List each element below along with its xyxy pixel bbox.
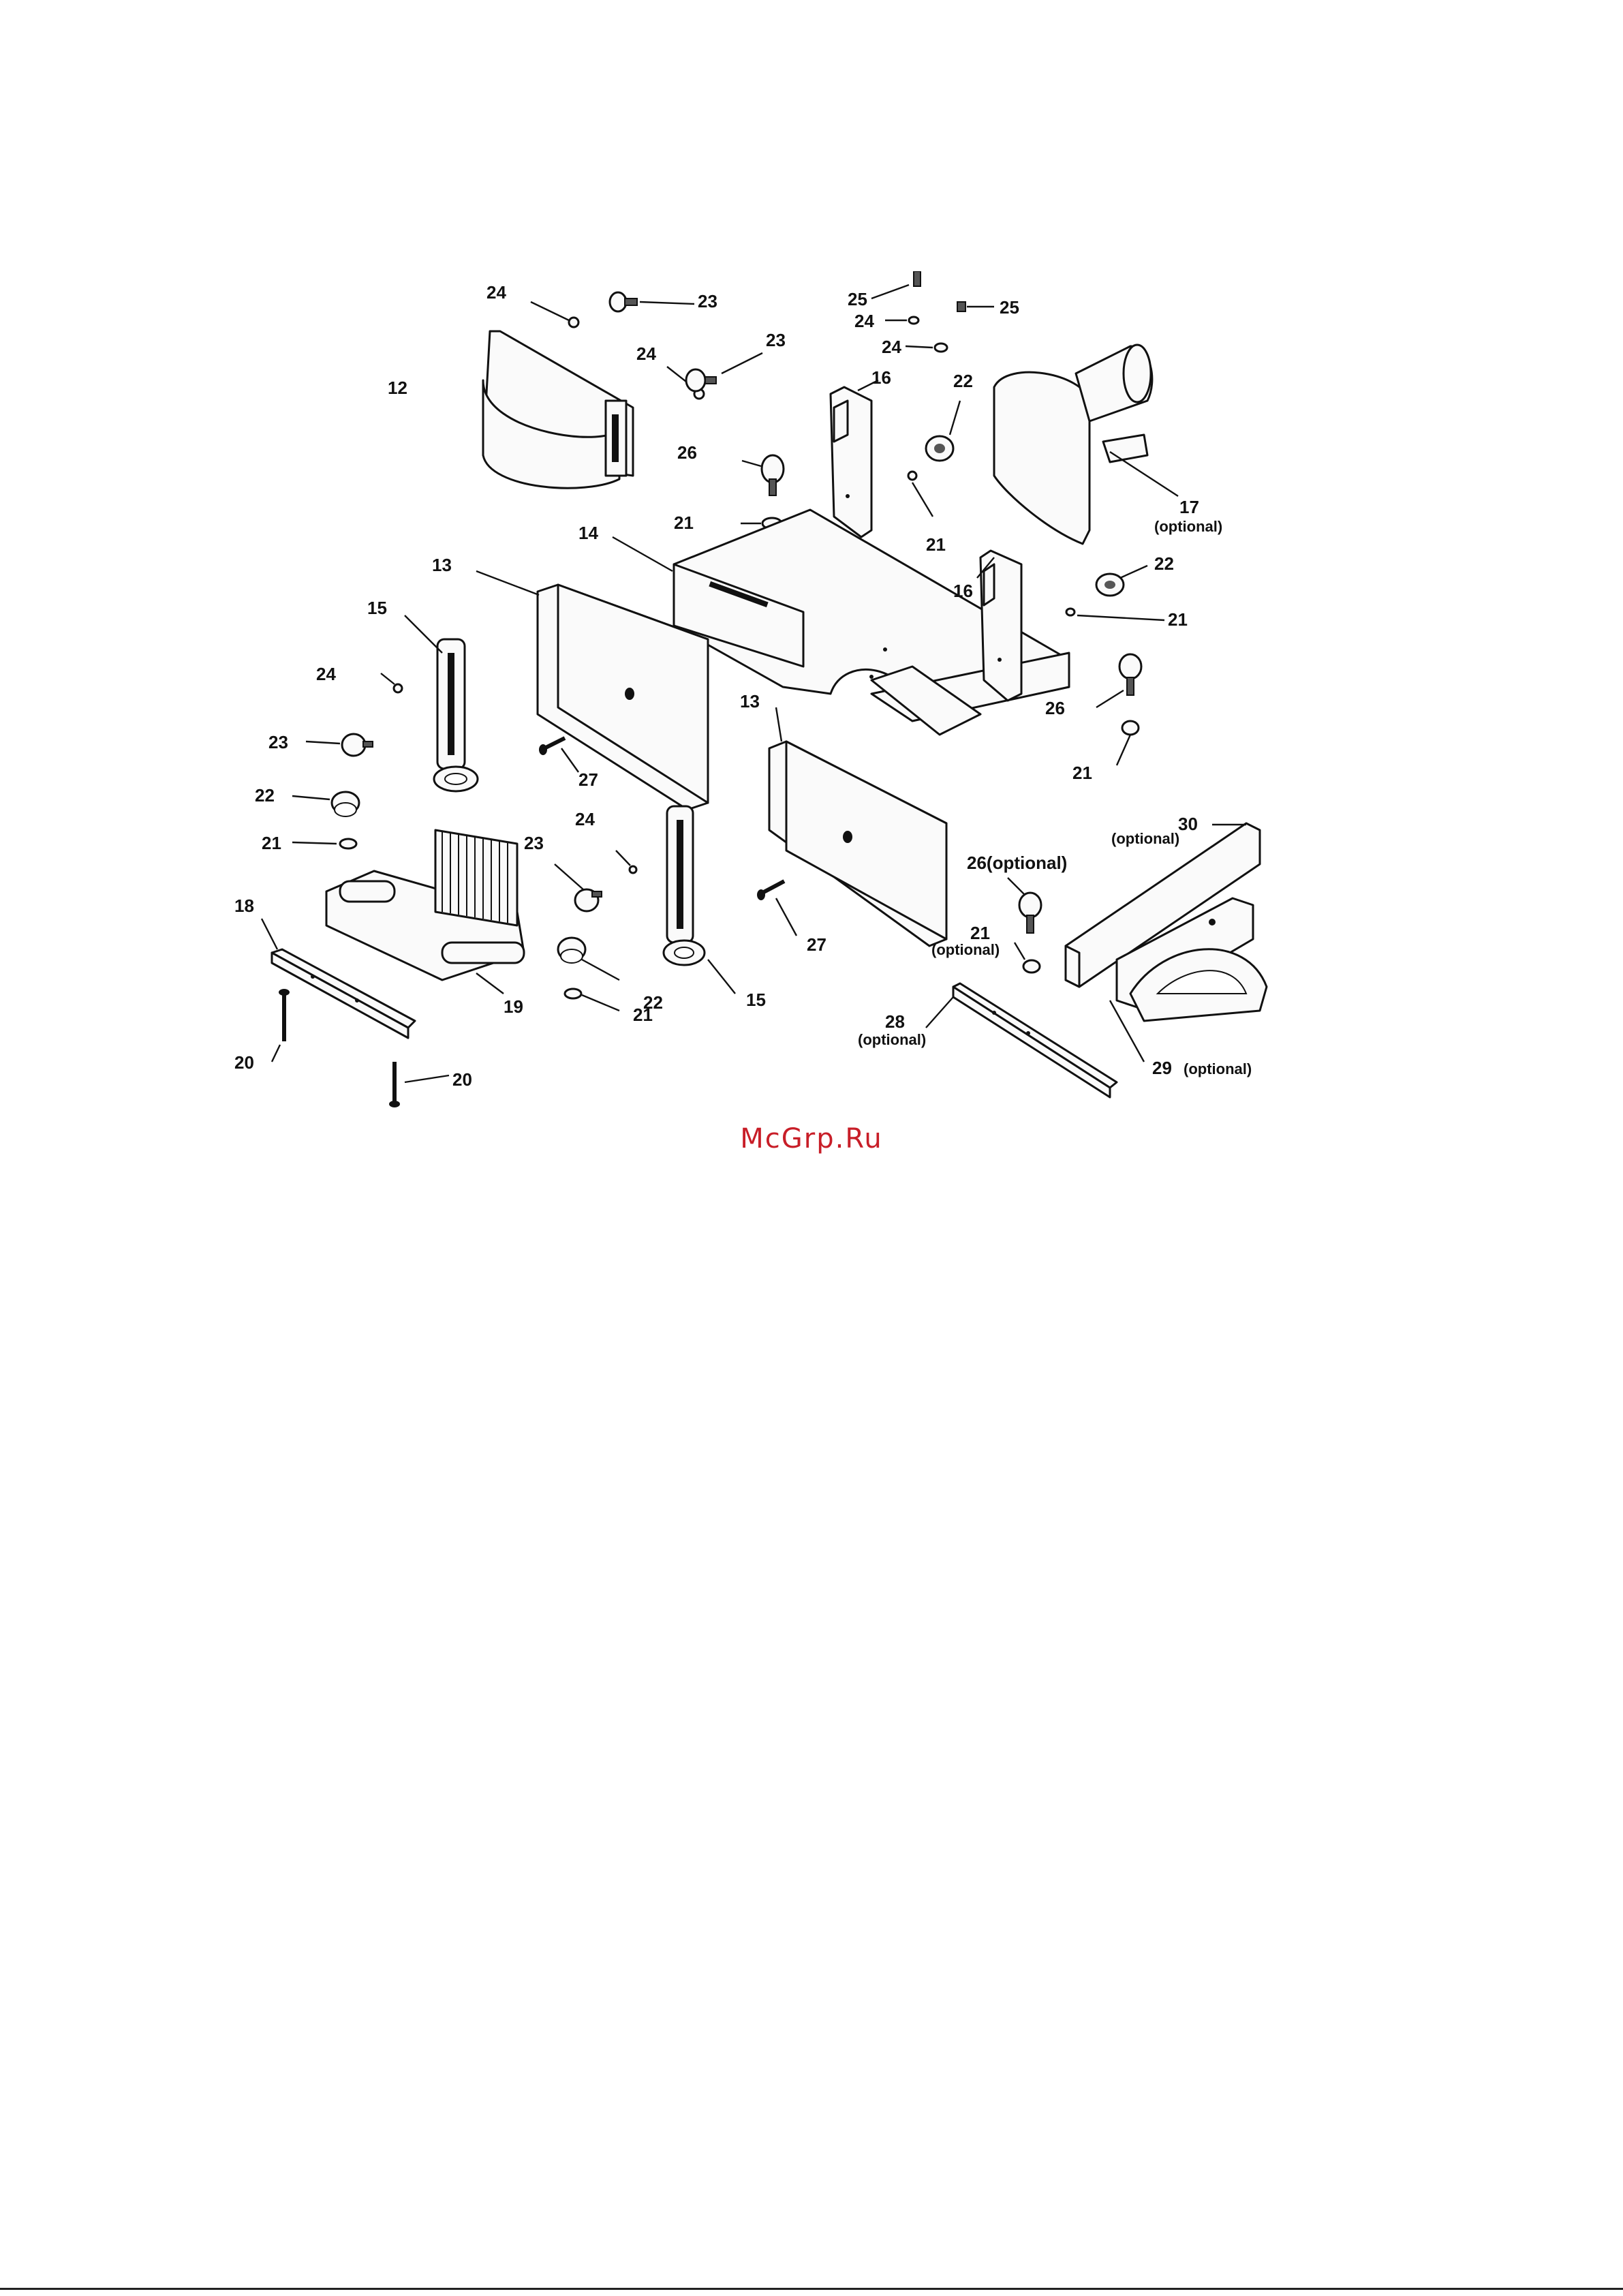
label-23a: 23	[698, 291, 717, 311]
label-21f: 21	[633, 1005, 653, 1025]
label-30: 30	[1178, 814, 1198, 834]
part-13-fence-b	[769, 707, 946, 946]
screw-27b	[757, 881, 797, 936]
label-29-optional: (optional)	[1184, 1060, 1252, 1077]
label-24c: 24	[882, 337, 901, 357]
part-16-bracket-b	[977, 551, 1021, 701]
label-15a: 15	[367, 598, 387, 618]
label-29: 29	[1152, 1058, 1172, 1078]
screw-27a	[539, 738, 578, 772]
label-24a: 24	[486, 282, 506, 303]
label-25b: 25	[1000, 297, 1019, 318]
knob-22a	[926, 401, 960, 461]
label-23c: 23	[268, 732, 288, 752]
knob-23b	[686, 369, 716, 391]
label-26c: 26(optional)	[967, 853, 1067, 873]
label-23b: 23	[766, 330, 786, 350]
knob-26c-optional	[1008, 878, 1041, 973]
diagram-canvas: 24 23 25 25 24 24 23 24 12 16 22 26 21 1…	[231, 271, 1272, 1108]
part-12-dust-hood	[483, 331, 633, 488]
part-16-bracket-a	[831, 380, 878, 537]
knob-26a	[741, 455, 784, 529]
part-19-featherboard	[326, 830, 524, 994]
label-23d: 23	[524, 833, 544, 853]
label-20a: 20	[234, 1052, 254, 1073]
label-24f: 24	[575, 809, 595, 829]
knob-26b	[1096, 654, 1141, 765]
label-21b: 21	[926, 534, 946, 555]
label-24d: 24	[636, 343, 656, 364]
screw-25b	[957, 302, 994, 311]
label-14: 14	[578, 523, 598, 543]
label-13a: 13	[432, 555, 452, 575]
label-20b: 20	[452, 1069, 472, 1090]
label-27b: 27	[807, 934, 826, 955]
label-21c: 21	[1168, 609, 1188, 630]
label-21g-optional: (optional)	[931, 941, 1000, 958]
knob-22b	[1066, 566, 1164, 620]
label-15b: 15	[746, 990, 766, 1010]
label-26a: 26	[677, 442, 697, 463]
hardware-top	[531, 271, 994, 399]
part-15-holddown-a	[405, 615, 478, 791]
label-16a: 16	[871, 367, 891, 388]
hardware-left	[292, 673, 402, 848]
label-22c: 22	[255, 785, 275, 806]
label-18: 18	[234, 896, 254, 916]
bottom-rule	[0, 2288, 1623, 2290]
label-19: 19	[504, 996, 523, 1017]
watermark-text: McGrp.Ru	[0, 1123, 1623, 1154]
part-28-miter-bar	[926, 983, 1117, 1097]
label-21e: 21	[262, 833, 281, 853]
label-22b: 22	[1154, 553, 1174, 574]
label-25a-pos: 25	[848, 289, 867, 309]
label-13b: 13	[740, 691, 760, 711]
label-28-optional: (optional)	[858, 1031, 926, 1048]
label-24e: 24	[316, 664, 336, 684]
label-17: 17	[1179, 497, 1199, 517]
label-22a: 22	[953, 371, 973, 391]
label-21d: 21	[1072, 763, 1092, 783]
exploded-parts-diagram: 24 23 25 25 24 24 23 24 12 16 22 26 21 1…	[231, 271, 1272, 1108]
part-15-holddown-b	[664, 806, 735, 994]
screw-25a	[871, 271, 921, 299]
hardware-middle	[555, 851, 636, 1011]
knob-23a	[610, 292, 637, 311]
label-17-optional: (optional)	[1154, 518, 1222, 535]
label-27a: 27	[578, 769, 598, 790]
label-26b: 26	[1045, 698, 1065, 718]
label-30-optional: (optional)	[1111, 830, 1179, 847]
label-28: 28	[885, 1011, 905, 1032]
label-21g: 21	[970, 923, 990, 943]
label-12: 12	[388, 378, 407, 398]
label-24b: 24	[854, 311, 874, 331]
part-17-dust-port	[994, 345, 1178, 544]
label-16b: 16	[953, 581, 973, 601]
label-21a: 21	[674, 512, 694, 533]
